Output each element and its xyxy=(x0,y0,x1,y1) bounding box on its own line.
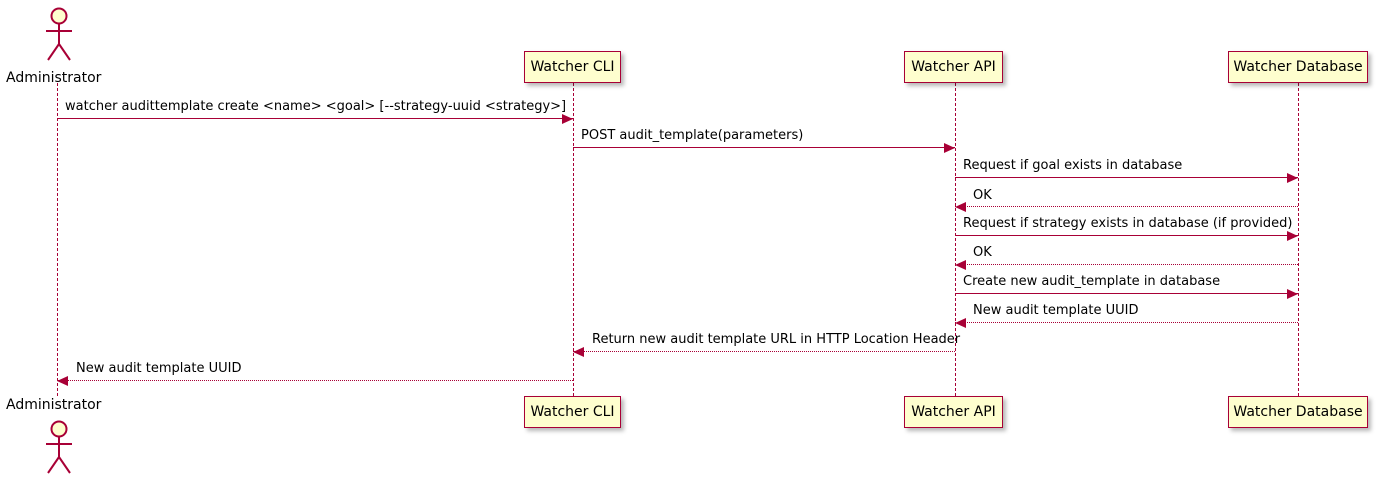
message-label-6: OK xyxy=(973,245,992,260)
message-label-2: POST audit_template(parameters) xyxy=(581,128,804,143)
message-label-4: OK xyxy=(973,188,992,203)
message-label-8: New audit template UUID xyxy=(973,303,1139,318)
participant-box-cli-top[interactable]: Watcher CLI xyxy=(524,51,621,83)
message-line-4 xyxy=(955,206,1298,207)
message-label-9: Return new audit template URL in HTTP Lo… xyxy=(592,332,961,347)
participant-label: Watcher API xyxy=(911,59,996,75)
message-arrowhead-7 xyxy=(1287,288,1298,299)
message-line-9 xyxy=(573,351,955,352)
message-arrowhead-9 xyxy=(573,346,584,357)
participant-label: Watcher Database xyxy=(1233,59,1363,75)
participant-box-cli-bottom[interactable]: Watcher CLI xyxy=(524,396,621,428)
participant-label: Watcher Database xyxy=(1233,404,1363,420)
message-line-10 xyxy=(57,380,573,381)
message-arrowhead-8 xyxy=(955,317,966,328)
participant-label: Watcher API xyxy=(911,404,996,420)
message-line-6 xyxy=(955,264,1298,265)
participant-box-db-top[interactable]: Watcher Database xyxy=(1228,51,1368,83)
message-arrowhead-5 xyxy=(1287,230,1298,241)
message-arrowhead-1 xyxy=(562,113,573,124)
message-label-1: watcher audittemplate create <name> <goa… xyxy=(65,99,567,114)
lifeline-watcher-db xyxy=(1297,83,1299,396)
participant-label: Watcher CLI xyxy=(530,404,615,420)
message-arrowhead-3 xyxy=(1287,172,1298,183)
message-arrowhead-4 xyxy=(955,201,966,212)
participant-box-api-bottom[interactable]: Watcher API xyxy=(904,396,1003,428)
message-arrowhead-2 xyxy=(944,142,955,153)
lifeline-administrator xyxy=(56,83,58,396)
actor-label-actor-bottom: Administrator xyxy=(6,397,102,413)
actor-figure-actor-bottom[interactable] xyxy=(40,418,76,478)
actor-figure-actor-top[interactable] xyxy=(40,5,76,65)
message-label-7: Create new audit_template in database xyxy=(963,274,1221,289)
lifeline-watcher-cli xyxy=(572,83,574,396)
message-line-5 xyxy=(955,235,1298,236)
participant-label: Watcher CLI xyxy=(530,59,615,75)
message-arrowhead-10 xyxy=(57,375,68,386)
lifeline-watcher-api xyxy=(954,83,956,396)
message-line-1 xyxy=(57,118,573,119)
message-label-10: New audit template UUID xyxy=(76,361,242,376)
message-line-7 xyxy=(955,293,1298,294)
message-line-3 xyxy=(955,177,1298,178)
message-label-3: Request if goal exists in database xyxy=(963,158,1183,173)
message-arrowhead-6 xyxy=(955,259,966,270)
message-line-8 xyxy=(955,322,1298,323)
message-line-2 xyxy=(573,147,955,148)
participant-box-api-top[interactable]: Watcher API xyxy=(904,51,1003,83)
actor-label-actor-top: Administrator xyxy=(6,70,102,86)
participant-box-db-bottom[interactable]: Watcher Database xyxy=(1228,396,1368,428)
message-label-5: Request if strategy exists in database (… xyxy=(963,216,1293,231)
